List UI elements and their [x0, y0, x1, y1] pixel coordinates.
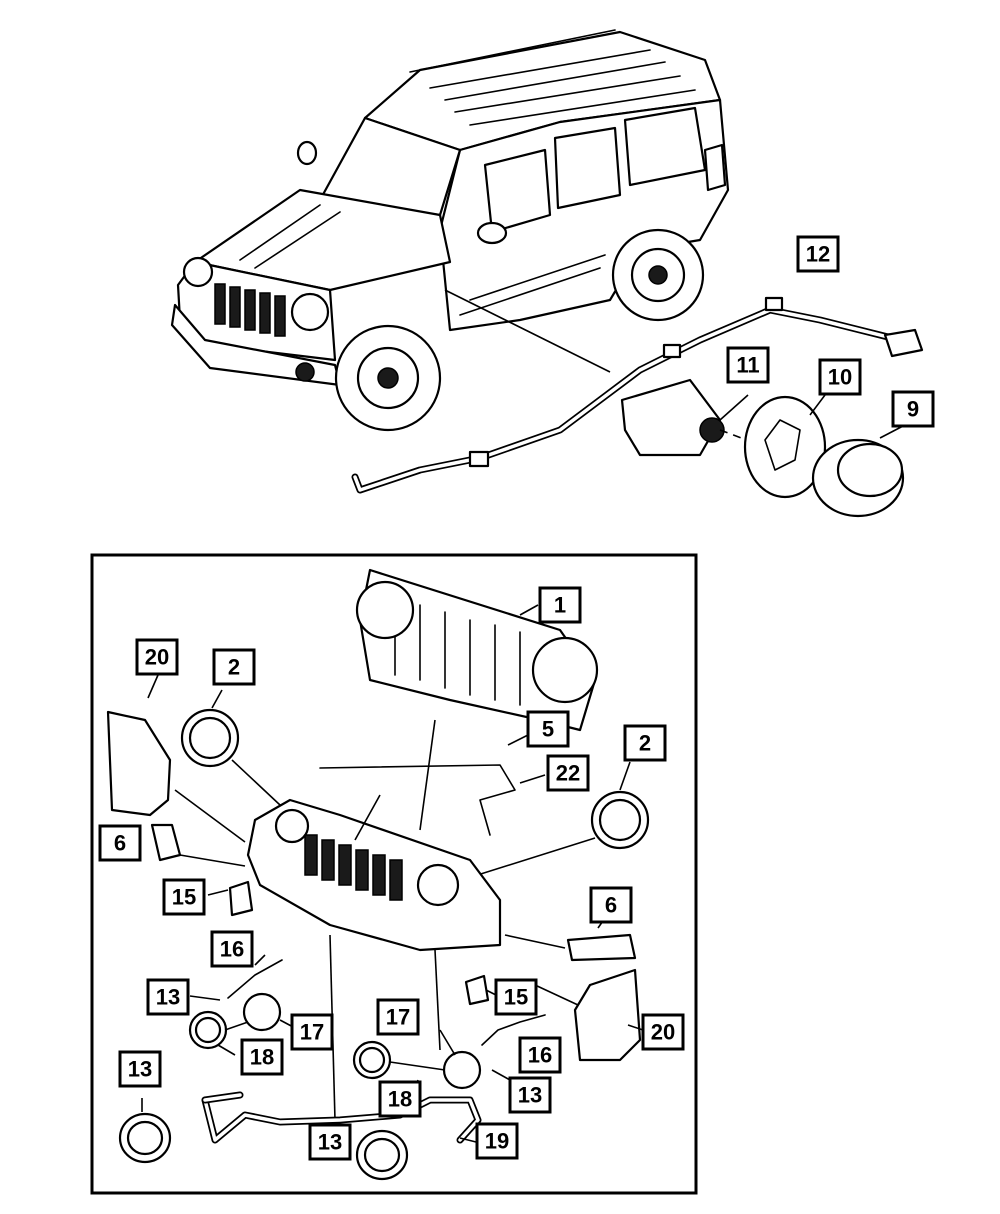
svg-text:16: 16	[528, 1043, 552, 1068]
callout-17-left: 17	[290, 1013, 334, 1051]
svg-text:17: 17	[386, 1005, 410, 1030]
callout-10: 10	[818, 358, 862, 396]
svg-text:10: 10	[828, 365, 852, 390]
svg-text:19: 19	[485, 1129, 509, 1154]
callout-16-right: 16	[518, 1036, 562, 1074]
svg-text:13: 13	[518, 1083, 542, 1108]
callout-13-bottom: 13	[308, 1123, 352, 1161]
callout-12: 12	[796, 235, 840, 273]
svg-text:17: 17	[300, 1020, 324, 1045]
lamp-9	[811, 424, 906, 518]
callout-6-left: 6	[98, 824, 142, 862]
socket-11	[620, 378, 761, 457]
callout-13-right: 13	[508, 1076, 552, 1114]
svg-text:13: 13	[156, 985, 180, 1010]
callout-18-right: 18	[378, 1080, 422, 1118]
callout-2-right: 2	[623, 724, 667, 762]
bezel-18-right	[352, 1040, 446, 1089]
leader-16-left	[254, 954, 266, 966]
callout-18-left: 18	[240, 1038, 284, 1076]
side-marker-20-right	[534, 968, 644, 1062]
clip-15-left	[207, 880, 254, 917]
callout-1: 1	[538, 586, 582, 624]
headlamp-2-right	[467, 761, 650, 879]
callout-13-left: 13	[146, 978, 190, 1016]
svg-text:22: 22	[556, 761, 580, 786]
fog-harness-13	[201, 1091, 482, 1144]
harness-12	[351, 289, 924, 494]
front-fascia	[246, 794, 502, 1121]
harness-22	[319, 764, 546, 836]
svg-text:11: 11	[736, 353, 759, 378]
svg-text:13: 13	[128, 1057, 152, 1082]
callout-5: 5	[526, 710, 570, 748]
svg-text:1: 1	[554, 593, 566, 618]
fog-lamp-17-left	[242, 992, 296, 1032]
callout-15-left: 15	[162, 878, 206, 916]
fog-lamp-13-right	[355, 1129, 409, 1181]
leader-5	[507, 734, 529, 746]
wire-16-right	[481, 1014, 546, 1046]
bracket-6-right	[504, 917, 637, 962]
callout-17-right: 17	[376, 998, 420, 1036]
svg-text:16: 16	[220, 937, 244, 962]
callout-19: 19	[475, 1122, 519, 1160]
svg-text:20: 20	[651, 1020, 675, 1045]
callout-16-left: 16	[210, 930, 254, 968]
callout-11: 11	[726, 346, 770, 384]
fog-lamp-17-right	[439, 1029, 482, 1090]
svg-text:15: 15	[172, 885, 196, 910]
callout-2-left: 2	[212, 648, 256, 686]
leader-13a	[189, 995, 221, 1001]
callout-13-bottom-left: 13	[118, 1050, 162, 1088]
leader-13b	[491, 1069, 511, 1081]
callout-6-right: 6	[589, 886, 633, 924]
svg-text:6: 6	[605, 893, 617, 918]
clip-15-right	[464, 974, 497, 1006]
bracket-6-left	[150, 823, 246, 867]
side-marker-20-left	[106, 674, 246, 843]
callout-22: 22	[546, 754, 590, 792]
svg-text:15: 15	[504, 985, 528, 1010]
svg-text:2: 2	[639, 731, 651, 756]
svg-text:2: 2	[228, 655, 240, 680]
vehicle-illustration	[170, 29, 730, 432]
callout-15-right: 15	[494, 978, 538, 1016]
headlamp-2-left	[180, 689, 281, 806]
svg-text:20: 20	[145, 645, 169, 670]
callout-9: 9	[891, 390, 935, 428]
svg-text:18: 18	[250, 1045, 274, 1070]
svg-text:12: 12	[806, 242, 830, 267]
svg-text:13: 13	[318, 1130, 342, 1155]
fog-lamp-13-left	[118, 1098, 172, 1164]
detail-frame	[90, 553, 698, 1195]
svg-text:18: 18	[388, 1087, 412, 1112]
grille-reinforcement-1	[355, 568, 599, 831]
svg-text:5: 5	[542, 717, 554, 742]
callout-20-left: 20	[135, 638, 179, 676]
gasket-10	[743, 394, 841, 499]
callout-20-right: 20	[641, 1013, 685, 1051]
svg-text:9: 9	[907, 397, 919, 422]
bezel-18-left	[188, 1010, 249, 1056]
svg-text:6: 6	[114, 831, 126, 856]
wire-16-left	[227, 959, 283, 999]
